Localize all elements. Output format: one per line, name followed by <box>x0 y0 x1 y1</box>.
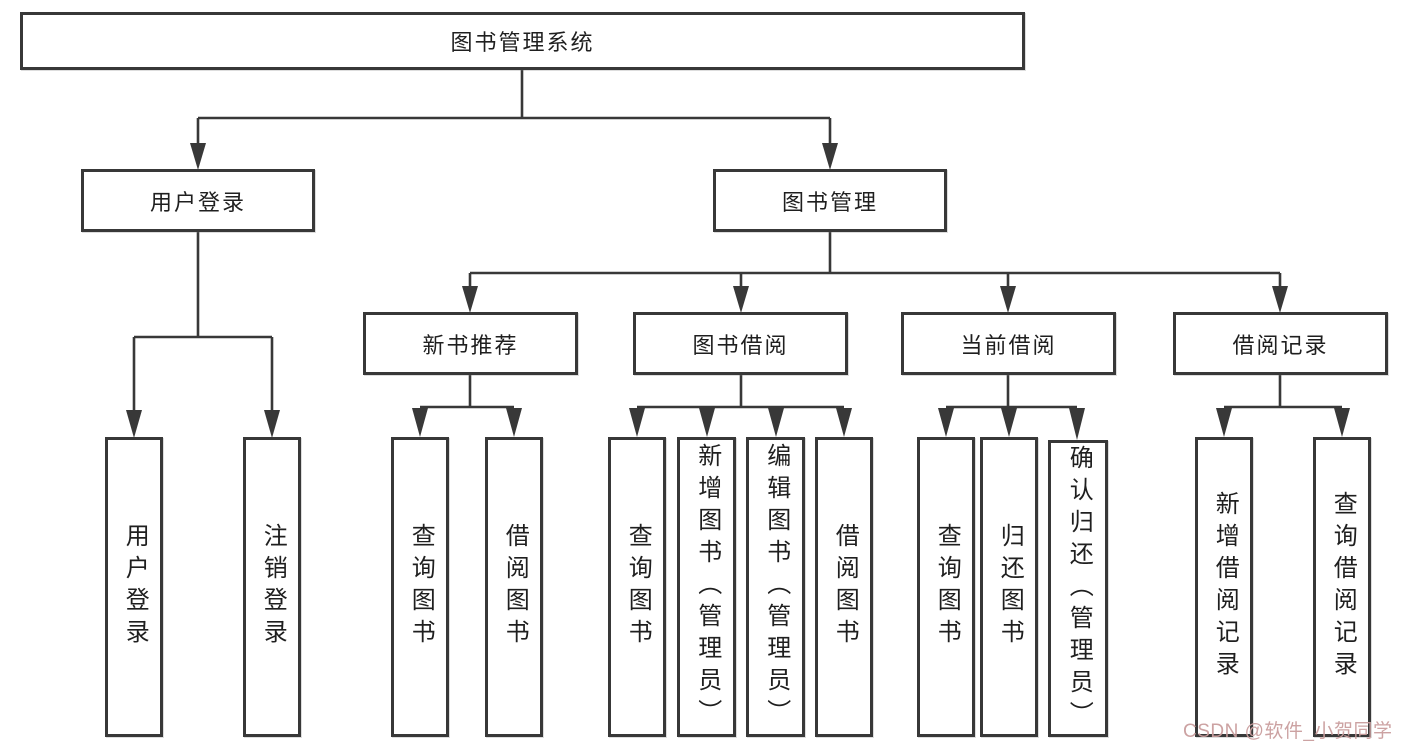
leaf-cb-return-books: 归还图书 <box>980 437 1038 737</box>
arrowheads <box>126 143 1350 440</box>
leaf-logout-label: 注销登录 <box>259 523 287 651</box>
node-book-management-label: 图书管理 <box>781 189 878 215</box>
leaf-nbr-query-books-label: 查询图书 <box>407 523 435 651</box>
leaf-bb-borrow-books: 借阅图书 <box>815 437 873 737</box>
leaf-cb-query-books-label: 查询图书 <box>933 523 961 651</box>
node-root-system: 图书管理系统 <box>20 12 1025 70</box>
leaf-bb-query-books-label: 查询图书 <box>624 523 652 651</box>
node-current-borrowing-label: 当前借阅 <box>960 332 1057 358</box>
leaf-cb-query-books: 查询图书 <box>917 437 975 737</box>
node-root-label: 图书管理系统 <box>450 30 595 55</box>
leaf-nbr-borrow-books: 借阅图书 <box>485 437 543 737</box>
node-book-borrowing-label: 图书借阅 <box>692 332 789 358</box>
leaf-br-add-record: 新增借阅记录 <box>1195 437 1253 737</box>
leaf-bb-edit-books-admin: 编辑图书（管理员） <box>746 437 805 737</box>
node-borrowing-records: 借阅记录 <box>1173 312 1388 375</box>
leaf-nbr-borrow-books-label: 借阅图书 <box>501 523 529 651</box>
node-current-borrowing: 当前借阅 <box>901 312 1116 375</box>
node-new-book-recommend: 新书推荐 <box>363 312 578 375</box>
leaf-bb-edit-books-admin-label: 编辑图书（管理员） <box>762 443 790 731</box>
leaf-br-query-record-label: 查询借阅记录 <box>1329 491 1357 683</box>
leaf-user-login-label: 用户登录 <box>121 523 149 651</box>
leaf-bb-add-books-admin-label: 新增图书（管理员） <box>693 443 721 731</box>
leaf-user-login: 用户登录 <box>105 437 163 737</box>
leaf-nbr-query-books: 查询图书 <box>391 437 449 737</box>
csdn-watermark: CSDN @软件_小贺同学 <box>1183 721 1393 742</box>
node-borrowing-records-label: 借阅记录 <box>1232 332 1329 358</box>
leaf-cb-confirm-return-admin: 确认归还（管理员） <box>1048 440 1108 737</box>
node-book-borrowing: 图书借阅 <box>633 312 848 375</box>
leaf-bb-query-books: 查询图书 <box>608 437 666 737</box>
node-user-login-group-label: 用户登录 <box>149 189 246 215</box>
node-user-login-group: 用户登录 <box>81 169 315 232</box>
leaf-br-query-record: 查询借阅记录 <box>1313 437 1371 737</box>
leaf-bb-borrow-books-label: 借阅图书 <box>831 523 859 651</box>
node-new-book-recommend-label: 新书推荐 <box>422 332 519 358</box>
leaf-cb-return-books-label: 归还图书 <box>996 523 1024 651</box>
leaf-br-add-record-label: 新增借阅记录 <box>1211 491 1239 683</box>
leaf-bb-add-books-admin: 新增图书（管理员） <box>677 437 736 737</box>
node-book-management: 图书管理 <box>713 169 947 232</box>
leaf-cb-confirm-return-admin-label: 确认归还（管理员） <box>1065 444 1093 733</box>
leaf-logout: 注销登录 <box>243 437 301 737</box>
